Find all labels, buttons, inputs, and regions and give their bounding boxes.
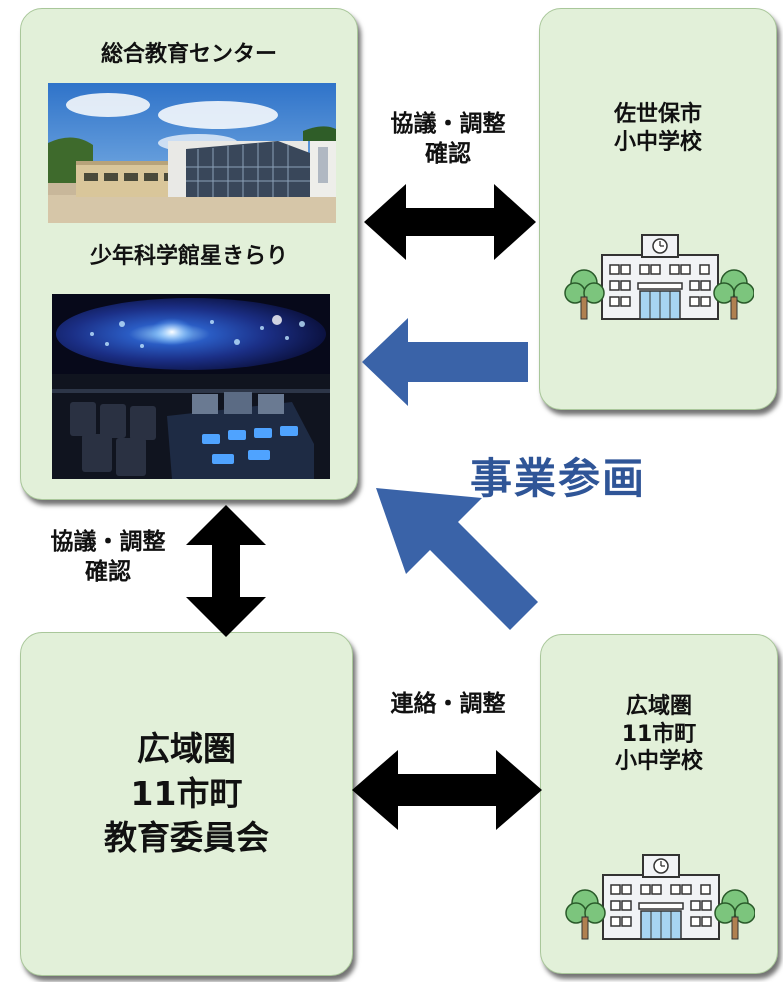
sasebo-schools-label: 佐世保市 小中学校 xyxy=(613,102,702,155)
center-sasebo-edge-label: 協議・調整 確認 xyxy=(390,111,506,167)
planetarium-photo xyxy=(52,294,330,479)
school-building-icon xyxy=(564,227,755,326)
participation-left-arrow xyxy=(362,318,528,406)
participation-label: 事業参画 xyxy=(469,454,646,503)
board-regional-edge-label: 連絡・調整 xyxy=(390,691,506,717)
school-building-icon xyxy=(565,847,756,946)
clock-icon xyxy=(652,238,668,254)
education-center-title: 総合教育センター xyxy=(100,42,277,67)
participation-diagonal-arrow xyxy=(376,488,538,630)
tree-icon xyxy=(714,889,756,924)
education-center-box: 総合教育センター xyxy=(20,8,358,500)
center-board-edge-label: 協議・調整 確認 xyxy=(50,529,166,585)
clock-icon xyxy=(653,858,669,874)
tree-icon xyxy=(564,269,605,304)
center-sasebo-double-arrow xyxy=(364,184,536,260)
education-center-building-photo xyxy=(48,83,336,223)
sasebo-schools-box: 佐世保市 小中学校 xyxy=(539,8,777,410)
science-museum-title: 少年科学館星きらり xyxy=(89,244,288,269)
regional-schools-box: 広域圏 11市町 小中学校 xyxy=(540,634,778,974)
education-board-box: 広域圏 11市町 教育委員会 xyxy=(20,632,353,976)
tree-icon xyxy=(565,889,606,924)
center-board-double-arrow xyxy=(186,505,266,637)
education-board-label: 広域圏 11市町 教育委員会 xyxy=(104,729,269,858)
board-regional-double-arrow xyxy=(352,750,542,830)
regional-schools-label: 広域圏 11市町 小中学校 xyxy=(614,694,703,774)
